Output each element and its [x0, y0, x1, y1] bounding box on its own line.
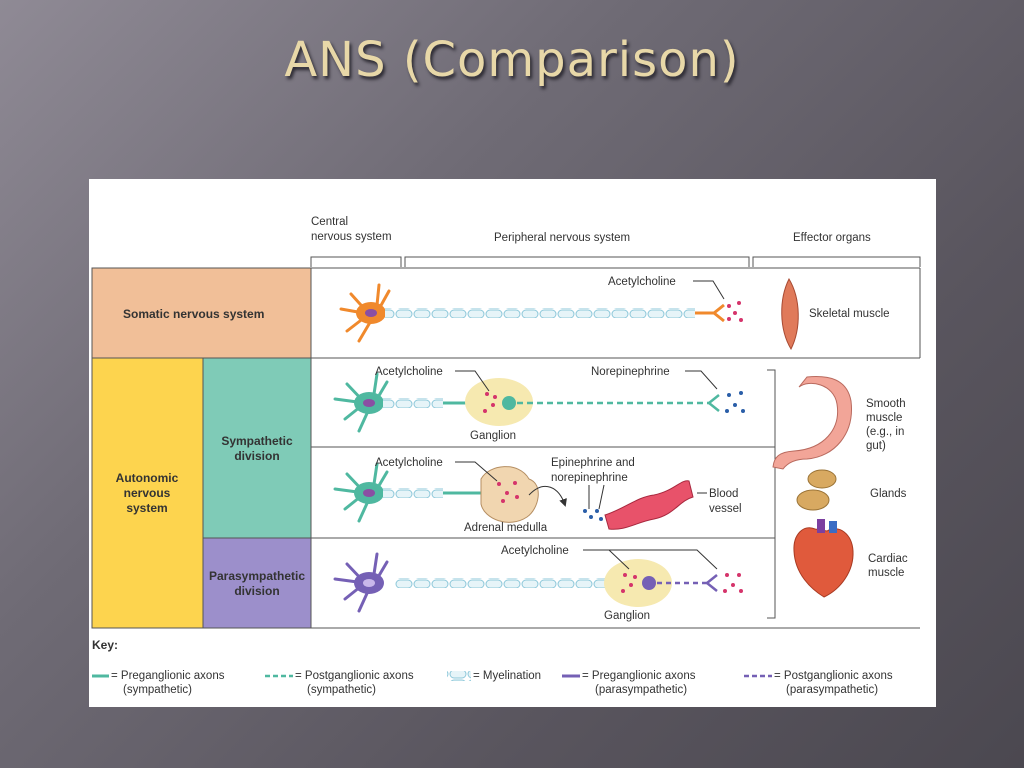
autonomic-label: Autonomic nervous system	[116, 471, 179, 515]
autonomic-block	[91, 357, 204, 629]
ans-comparison-figure: Central nervous system Peripheral nervou…	[89, 179, 936, 707]
epinephrine-label-1: Epinephrine and	[551, 457, 635, 469]
sympathetic-ganglion	[465, 378, 533, 426]
epinephrine-label-2: norepinephrine	[551, 472, 628, 484]
svg-text:Smooth: Smooth	[866, 398, 906, 410]
norepinephrine-dots	[725, 391, 745, 413]
svg-text:muscle: muscle	[866, 412, 902, 424]
sympathetic-preganglionic-axon-1	[383, 398, 443, 408]
svg-text:(parasympathetic): (parasympathetic)	[595, 684, 687, 696]
svg-text:division: division	[234, 584, 279, 598]
svg-text:(parasympathetic): (parasympathetic)	[786, 684, 878, 696]
pns-label: Peripheral nervous system	[494, 232, 630, 244]
blood-vessel-label-1: Blood	[709, 488, 738, 500]
key-title: Key:	[92, 638, 118, 652]
somatic-myelinated-axon	[385, 308, 695, 318]
parasympathetic-label: Parasympathetic division	[209, 569, 305, 598]
svg-text:= Postganglionic axons: = Postganglionic axons	[774, 670, 893, 682]
parasympathetic-neuron	[333, 552, 389, 613]
somatic-ach-dots	[727, 301, 743, 322]
svg-text:= Myelination: = Myelination	[473, 670, 541, 682]
ans-diagram: Central nervous system Peripheral nervou…	[91, 216, 921, 696]
slide-title: ANS (Comparison)	[284, 32, 740, 88]
blood-vessel-label-2: vessel	[709, 503, 742, 515]
svg-text:nervous: nervous	[124, 486, 171, 500]
cardiac-muscle-label: Cardiac muscle	[868, 553, 908, 579]
sympathetic-ganglion-label: Ganglion	[470, 430, 516, 442]
parasympathetic-preganglionic-axon	[395, 578, 605, 588]
skeletal-muscle-icon	[781, 277, 799, 351]
sympathetic-neuron-1	[333, 372, 389, 433]
adrenal-medulla-label: Adrenal medulla	[464, 522, 548, 534]
parasympathetic-ganglion	[604, 559, 672, 607]
svg-text:(sympathetic): (sympathetic)	[307, 684, 376, 696]
somatic-neuron	[339, 283, 391, 343]
somatic-label: Somatic nervous system	[123, 307, 264, 321]
stomach-icon	[772, 376, 852, 470]
svg-text:(e.g., in: (e.g., in	[866, 426, 904, 438]
effector-organs-label: Effector organs	[793, 232, 871, 244]
adrenal-medulla	[480, 466, 539, 523]
svg-text:gut): gut)	[866, 440, 886, 452]
parasympathetic-block	[202, 537, 312, 629]
adrenal-ach-label: Acetylcholine	[375, 457, 443, 469]
somatic-block	[91, 267, 312, 359]
cns-label-2: nervous system	[311, 231, 392, 243]
parasympathetic-ganglion-label: Ganglion	[604, 610, 650, 622]
svg-text:muscle: muscle	[868, 567, 904, 579]
sympathetic-block	[202, 357, 312, 539]
svg-text:Autonomic: Autonomic	[116, 471, 179, 485]
svg-text:(sympathetic): (sympathetic)	[123, 684, 192, 696]
svg-text:= Preganglionic axons: = Preganglionic axons	[111, 670, 225, 682]
key-legend: = Preganglionic axons (sympathetic) = Po…	[92, 670, 893, 696]
svg-text:Parasympathetic: Parasympathetic	[209, 569, 305, 583]
svg-text:Sympathetic: Sympathetic	[221, 434, 293, 448]
svg-text:= Postganglionic axons: = Postganglionic axons	[295, 670, 414, 682]
sympathetic-preganglionic-axon-2	[383, 488, 443, 498]
svg-text:Cardiac: Cardiac	[868, 553, 908, 565]
blood-vessel-icon	[604, 480, 694, 530]
glands-icon	[796, 469, 837, 511]
cns-label-1: Central	[311, 216, 348, 228]
svg-text:division: division	[234, 449, 279, 463]
skeletal-muscle-label: Skeletal muscle	[809, 308, 890, 320]
svg-text:system: system	[126, 501, 167, 515]
sympathetic-neuron-2	[333, 462, 389, 523]
header-brackets	[310, 256, 921, 267]
norepinephrine-label: Norepinephrine	[591, 366, 670, 378]
sympathetic-ach-label: Acetylcholine	[375, 366, 443, 378]
svg-text:= Preganglionic axons: = Preganglionic axons	[582, 670, 696, 682]
somatic-axon-terminal	[695, 303, 725, 323]
glands-label: Glands	[870, 488, 907, 500]
smooth-muscle-label: Smooth muscle (e.g., in gut)	[866, 398, 906, 452]
somatic-ach-label: Acetylcholine	[608, 276, 676, 288]
effector-bracket	[767, 369, 776, 619]
parasympathetic-ach-label: Acetylcholine	[501, 545, 569, 557]
row-dividers	[311, 267, 921, 629]
sympathetic-label: Sympathetic division	[221, 434, 293, 463]
heart-icon	[793, 519, 854, 598]
